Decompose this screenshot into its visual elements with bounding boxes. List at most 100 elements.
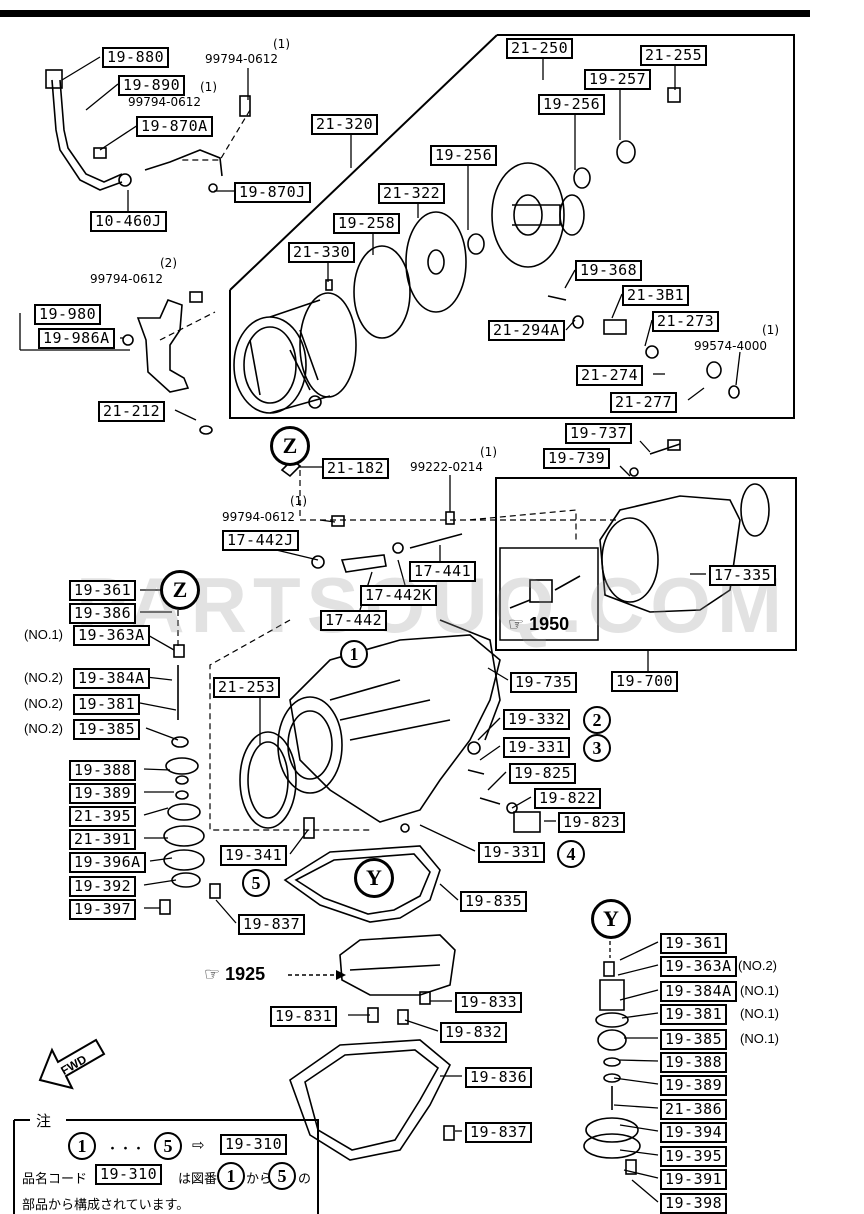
note-line2c: から — [246, 1172, 273, 1187]
part-label-19-385-r[interactable]: 19-385 — [660, 1029, 728, 1050]
part-label-19-363a-r[interactable]: 19-363A — [660, 956, 737, 977]
part-label-21-182[interactable]: 21-182 — [322, 458, 390, 479]
part-label-19-389-left[interactable]: 19-389 — [69, 783, 137, 804]
part-label-21-253[interactable]: 21-253 — [213, 677, 281, 698]
hand-pointer-icon: ☞ — [204, 964, 226, 984]
part-label-19-397[interactable]: 19-397 — [69, 899, 137, 920]
part-label-19-386[interactable]: 19-386 — [69, 603, 137, 624]
part-label-19-384a-left[interactable]: 19-384A — [73, 668, 150, 689]
part-label-21-294a[interactable]: 21-294A — [488, 320, 565, 341]
part-label-19-381-left[interactable]: 19-381 — [73, 694, 141, 715]
part-label-19-331a[interactable]: 19-331 — [503, 737, 571, 758]
part-label-21-395[interactable]: 21-395 — [69, 806, 137, 827]
part-label-19-980[interactable]: 19-980 — [34, 304, 102, 325]
part-label-19-395[interactable]: 19-395 — [660, 1146, 728, 1167]
part-label-19-836[interactable]: 19-836 — [465, 1067, 533, 1088]
qty-note-q7: (NO.1) — [740, 1006, 779, 1021]
part-label-19-388-r[interactable]: 19-388 — [660, 1052, 728, 1073]
part-label-19-361b[interactable]: 19-361 — [660, 933, 728, 954]
part-label-19-822[interactable]: 19-822 — [534, 788, 602, 809]
part-label-19-832[interactable]: 19-832 — [440, 1022, 508, 1043]
part-label-19-831[interactable]: 19-831 — [270, 1006, 338, 1027]
part-label-19-341[interactable]: 19-341 — [220, 845, 288, 866]
fwd-arrow — [38, 1038, 106, 1090]
callout-circle-c1: 1 — [340, 640, 368, 668]
part-label-19-394[interactable]: 19-394 — [660, 1122, 728, 1143]
part-label-19-398[interactable]: 19-398 — [660, 1193, 728, 1214]
qty-note-q4: (NO.2) — [24, 721, 63, 736]
part-label-19-835[interactable]: 19-835 — [460, 891, 528, 912]
qty-note-q3: (NO.2) — [24, 696, 63, 711]
part-label-19-880[interactable]: 19-880 — [102, 47, 170, 68]
part-label-19-986a[interactable]: 19-986A — [38, 328, 115, 349]
part-label-19-890[interactable]: 19-890 — [118, 75, 186, 96]
part-label-19-384a-r[interactable]: 19-384A — [660, 981, 737, 1002]
part-label-17-442k[interactable]: 17-442K — [360, 585, 437, 606]
part-label-19-739[interactable]: 19-739 — [543, 448, 611, 469]
part-label-21-274[interactable]: 21-274 — [576, 365, 644, 386]
view-marker-yA: Y — [354, 858, 394, 898]
part-label-19-258[interactable]: 19-258 — [333, 213, 401, 234]
part-label-19-256b[interactable]: 19-256 — [430, 145, 498, 166]
part-label-19-825[interactable]: 19-825 — [509, 763, 577, 784]
part-label-19-389-r[interactable]: 19-389 — [660, 1075, 728, 1096]
part-label-19-737[interactable]: 19-737 — [565, 423, 633, 444]
part-label-21-320[interactable]: 21-320 — [311, 114, 379, 135]
part-label-19-331b[interactable]: 19-331 — [478, 842, 546, 863]
part-label-21-391[interactable]: 21-391 — [69, 829, 137, 850]
ref-1950-text: 1950 — [529, 614, 570, 634]
part-label-19-310b[interactable]: 19-310 — [95, 1164, 163, 1185]
part-label-21-322[interactable]: 21-322 — [378, 183, 446, 204]
part-label-19-310a[interactable]: 19-310 — [220, 1134, 288, 1155]
part-number-p5: 99222-0214 — [410, 460, 484, 474]
part-label-19-256a[interactable]: 19-256 — [538, 94, 606, 115]
part-label-21-250[interactable]: 21-250 — [506, 38, 574, 59]
part-label-21-386[interactable]: 21-386 — [660, 1099, 728, 1120]
part-label-19-837b[interactable]: 19-837 — [465, 1122, 533, 1143]
part-number-p2: 99794-0612 — [128, 95, 202, 109]
part-label-17-442[interactable]: 17-442 — [320, 610, 388, 631]
ref-1925[interactable]: ☞ 1925 — [204, 964, 265, 985]
part-label-17-441[interactable]: 17-441 — [409, 561, 477, 582]
part-label-19-823[interactable]: 19-823 — [558, 812, 626, 833]
ref-1925-text: 1925 — [225, 964, 266, 984]
part-label-19-870j[interactable]: 19-870J — [234, 182, 311, 203]
part-label-19-381-r[interactable]: 19-381 — [660, 1004, 728, 1025]
part-label-21-277[interactable]: 21-277 — [610, 392, 678, 413]
part-label-19-368[interactable]: 19-368 — [575, 260, 643, 281]
part-label-19-837a[interactable]: 19-837 — [238, 914, 306, 935]
part-label-19-700[interactable]: 19-700 — [611, 671, 679, 692]
part-label-19-385-left[interactable]: 19-385 — [73, 719, 141, 740]
part-label-17-335[interactable]: 17-335 — [709, 565, 777, 586]
part-label-19-361a[interactable]: 19-361 — [69, 580, 137, 601]
part-label-21-3b1[interactable]: 21-3B1 — [622, 285, 690, 306]
part-label-21-255[interactable]: 21-255 — [640, 45, 708, 66]
part-label-17-442j[interactable]: 17-442J — [222, 530, 299, 551]
part-label-19-833[interactable]: 19-833 — [455, 992, 523, 1013]
part-label-19-735[interactable]: 19-735 — [510, 672, 578, 693]
qty-note-q5: (NO.2) — [738, 958, 777, 973]
part-label-19-257[interactable]: 19-257 — [584, 69, 652, 90]
part-label-19-396a[interactable]: 19-396A — [69, 852, 146, 873]
part-label-19-332[interactable]: 19-332 — [503, 709, 571, 730]
part-number-p5q: (1) — [480, 445, 497, 459]
part-label-10-460j[interactable]: 10-460J — [90, 211, 167, 232]
callout-circle-c5: 5 — [242, 869, 270, 897]
note-title: 注 — [36, 1112, 52, 1130]
note-line2b: は図番 — [178, 1172, 218, 1187]
ref-1950[interactable]: ☞ 1950 — [508, 614, 569, 635]
part-number-p6: 99794-0612 — [222, 510, 296, 524]
part-label-21-212[interactable]: 21-212 — [98, 401, 166, 422]
part-label-19-388-left[interactable]: 19-388 — [69, 760, 137, 781]
view-marker-zB: Z — [160, 570, 200, 610]
part-label-19-363a-top[interactable]: 19-363A — [73, 625, 150, 646]
part-number-p6q: (1) — [290, 494, 307, 508]
part-number-p4: 99574-4000 — [694, 339, 768, 353]
part-label-19-391[interactable]: 19-391 — [660, 1169, 728, 1190]
qty-note-q1: (NO.1) — [24, 627, 63, 642]
part-label-21-330[interactable]: 21-330 — [288, 242, 356, 263]
part-label-19-870a[interactable]: 19-870A — [136, 116, 213, 137]
part-label-19-392[interactable]: 19-392 — [69, 876, 137, 897]
part-label-21-273[interactable]: 21-273 — [652, 311, 720, 332]
